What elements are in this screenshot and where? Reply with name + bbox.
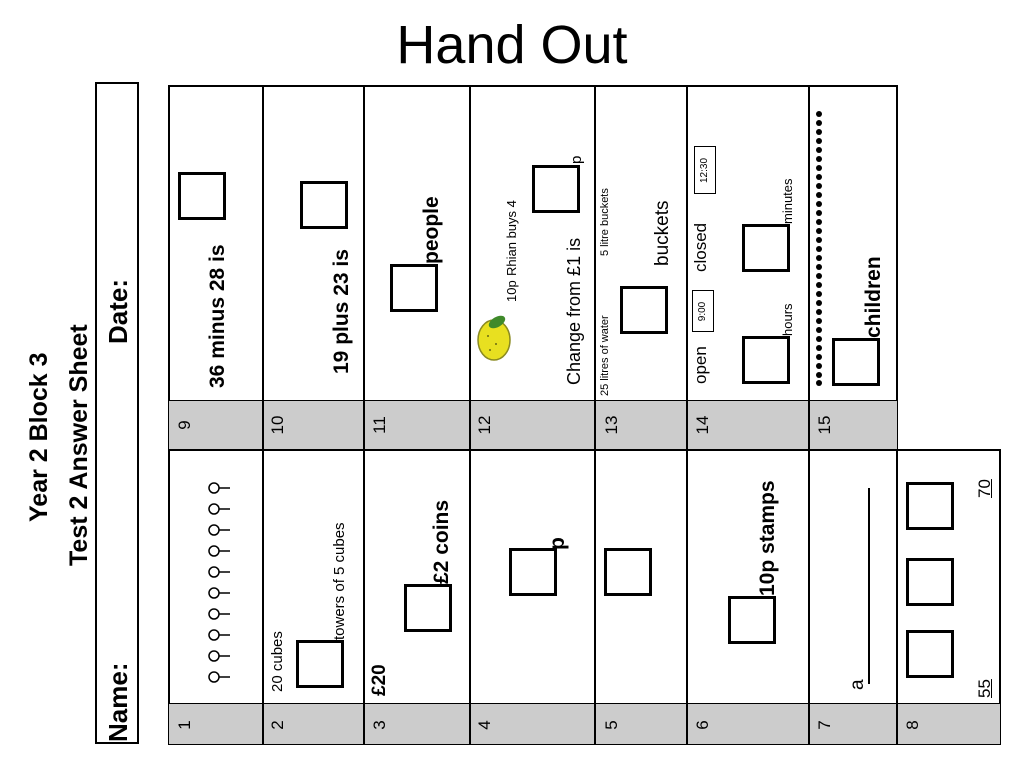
page-title: Hand Out	[396, 15, 628, 75]
q3-amount: £20	[369, 664, 390, 696]
q14-hours: hours	[780, 303, 795, 336]
q7-answer-line[interactable]	[868, 488, 870, 684]
q8-answer-box-3[interactable]	[906, 482, 954, 530]
q6-stamps-text: 10p stamps	[756, 480, 779, 596]
q5-answer-box[interactable]	[604, 548, 652, 596]
question-number: 6	[693, 720, 712, 730]
q10-text: 19 plus 23 is	[330, 249, 353, 374]
question-number: 9	[175, 420, 194, 430]
q3-answer-box[interactable]	[404, 584, 452, 632]
q14-closed: closed	[691, 222, 710, 272]
q2-cubes-text: 20 cubes	[269, 631, 286, 692]
q14-minutes-box[interactable]	[742, 224, 790, 272]
q7-letter: a	[847, 679, 868, 690]
q11-unit: people	[420, 196, 443, 264]
number-strip-top	[168, 400, 898, 450]
number-strip-bottom	[168, 703, 1001, 745]
q6-answer-box[interactable]	[728, 596, 776, 644]
q13-unit: buckets	[652, 200, 673, 266]
question-number: 4	[475, 720, 494, 730]
q15-answer-box[interactable]	[832, 338, 880, 386]
question-number: 5	[602, 720, 621, 730]
q8-answer-box-2[interactable]	[906, 558, 954, 606]
clock-icons	[208, 482, 230, 683]
q10-answer-box[interactable]	[300, 181, 348, 229]
question-number: 2	[268, 720, 287, 730]
question-number: 3	[370, 720, 389, 730]
q14-minutes: minutes	[780, 178, 795, 224]
q14-closed-time: 12:30	[694, 146, 716, 194]
top-grid	[168, 85, 898, 451]
name-label: Name:	[103, 662, 133, 742]
q13-answer-box[interactable]	[620, 286, 668, 334]
q9-answer-box[interactable]	[178, 172, 226, 220]
q3-coins-text: £2 coins	[430, 499, 453, 584]
question-number: 1	[175, 720, 194, 730]
question-number: 7	[815, 720, 834, 730]
q12-buys: Rhian buys 4	[504, 200, 519, 276]
q13-bucket-size: 5 litre buckets	[599, 188, 611, 256]
q11-answer-box[interactable]	[390, 264, 438, 312]
q13-water: 25 litres of water	[599, 315, 611, 396]
q12-change: Change from £1 is	[564, 237, 584, 385]
q4-answer-box[interactable]	[509, 548, 557, 596]
question-number: 12	[475, 415, 494, 435]
question-number: 15	[815, 415, 834, 435]
q12-price: 10p	[504, 280, 519, 302]
question-number: 13	[602, 415, 621, 435]
question-number: 11	[370, 416, 389, 434]
q12-answer-box[interactable]	[532, 165, 580, 213]
question-number: 14	[693, 415, 712, 435]
q8-start: 55	[975, 679, 994, 698]
lemon-icon	[477, 315, 511, 361]
q15-unit: children	[862, 256, 885, 338]
q14-hours-box[interactable]	[742, 336, 790, 384]
q14-open: open	[691, 346, 710, 384]
q9-text: 36 minus 28 is	[206, 244, 229, 388]
q14-open-time: 9:00	[692, 290, 714, 332]
sheet-heading-2: Test 2 Answer Sheet	[65, 324, 93, 566]
question-number: 8	[903, 720, 922, 730]
date-label: Date:	[103, 278, 133, 344]
children-dots	[816, 111, 822, 386]
q2-towers-text: towers of 5 cubes	[331, 522, 348, 640]
q12-unit: p	[568, 155, 585, 164]
bottom-grid	[168, 449, 1001, 745]
q4-unit: p	[546, 537, 569, 550]
q8-end: 70	[975, 479, 994, 498]
q2-answer-box[interactable]	[296, 640, 344, 688]
sheet-heading-1: Year 2 Block 3	[25, 352, 53, 522]
name-date-box	[95, 82, 139, 744]
q8-answer-box-1[interactable]	[906, 630, 954, 678]
question-number: 10	[268, 415, 287, 435]
